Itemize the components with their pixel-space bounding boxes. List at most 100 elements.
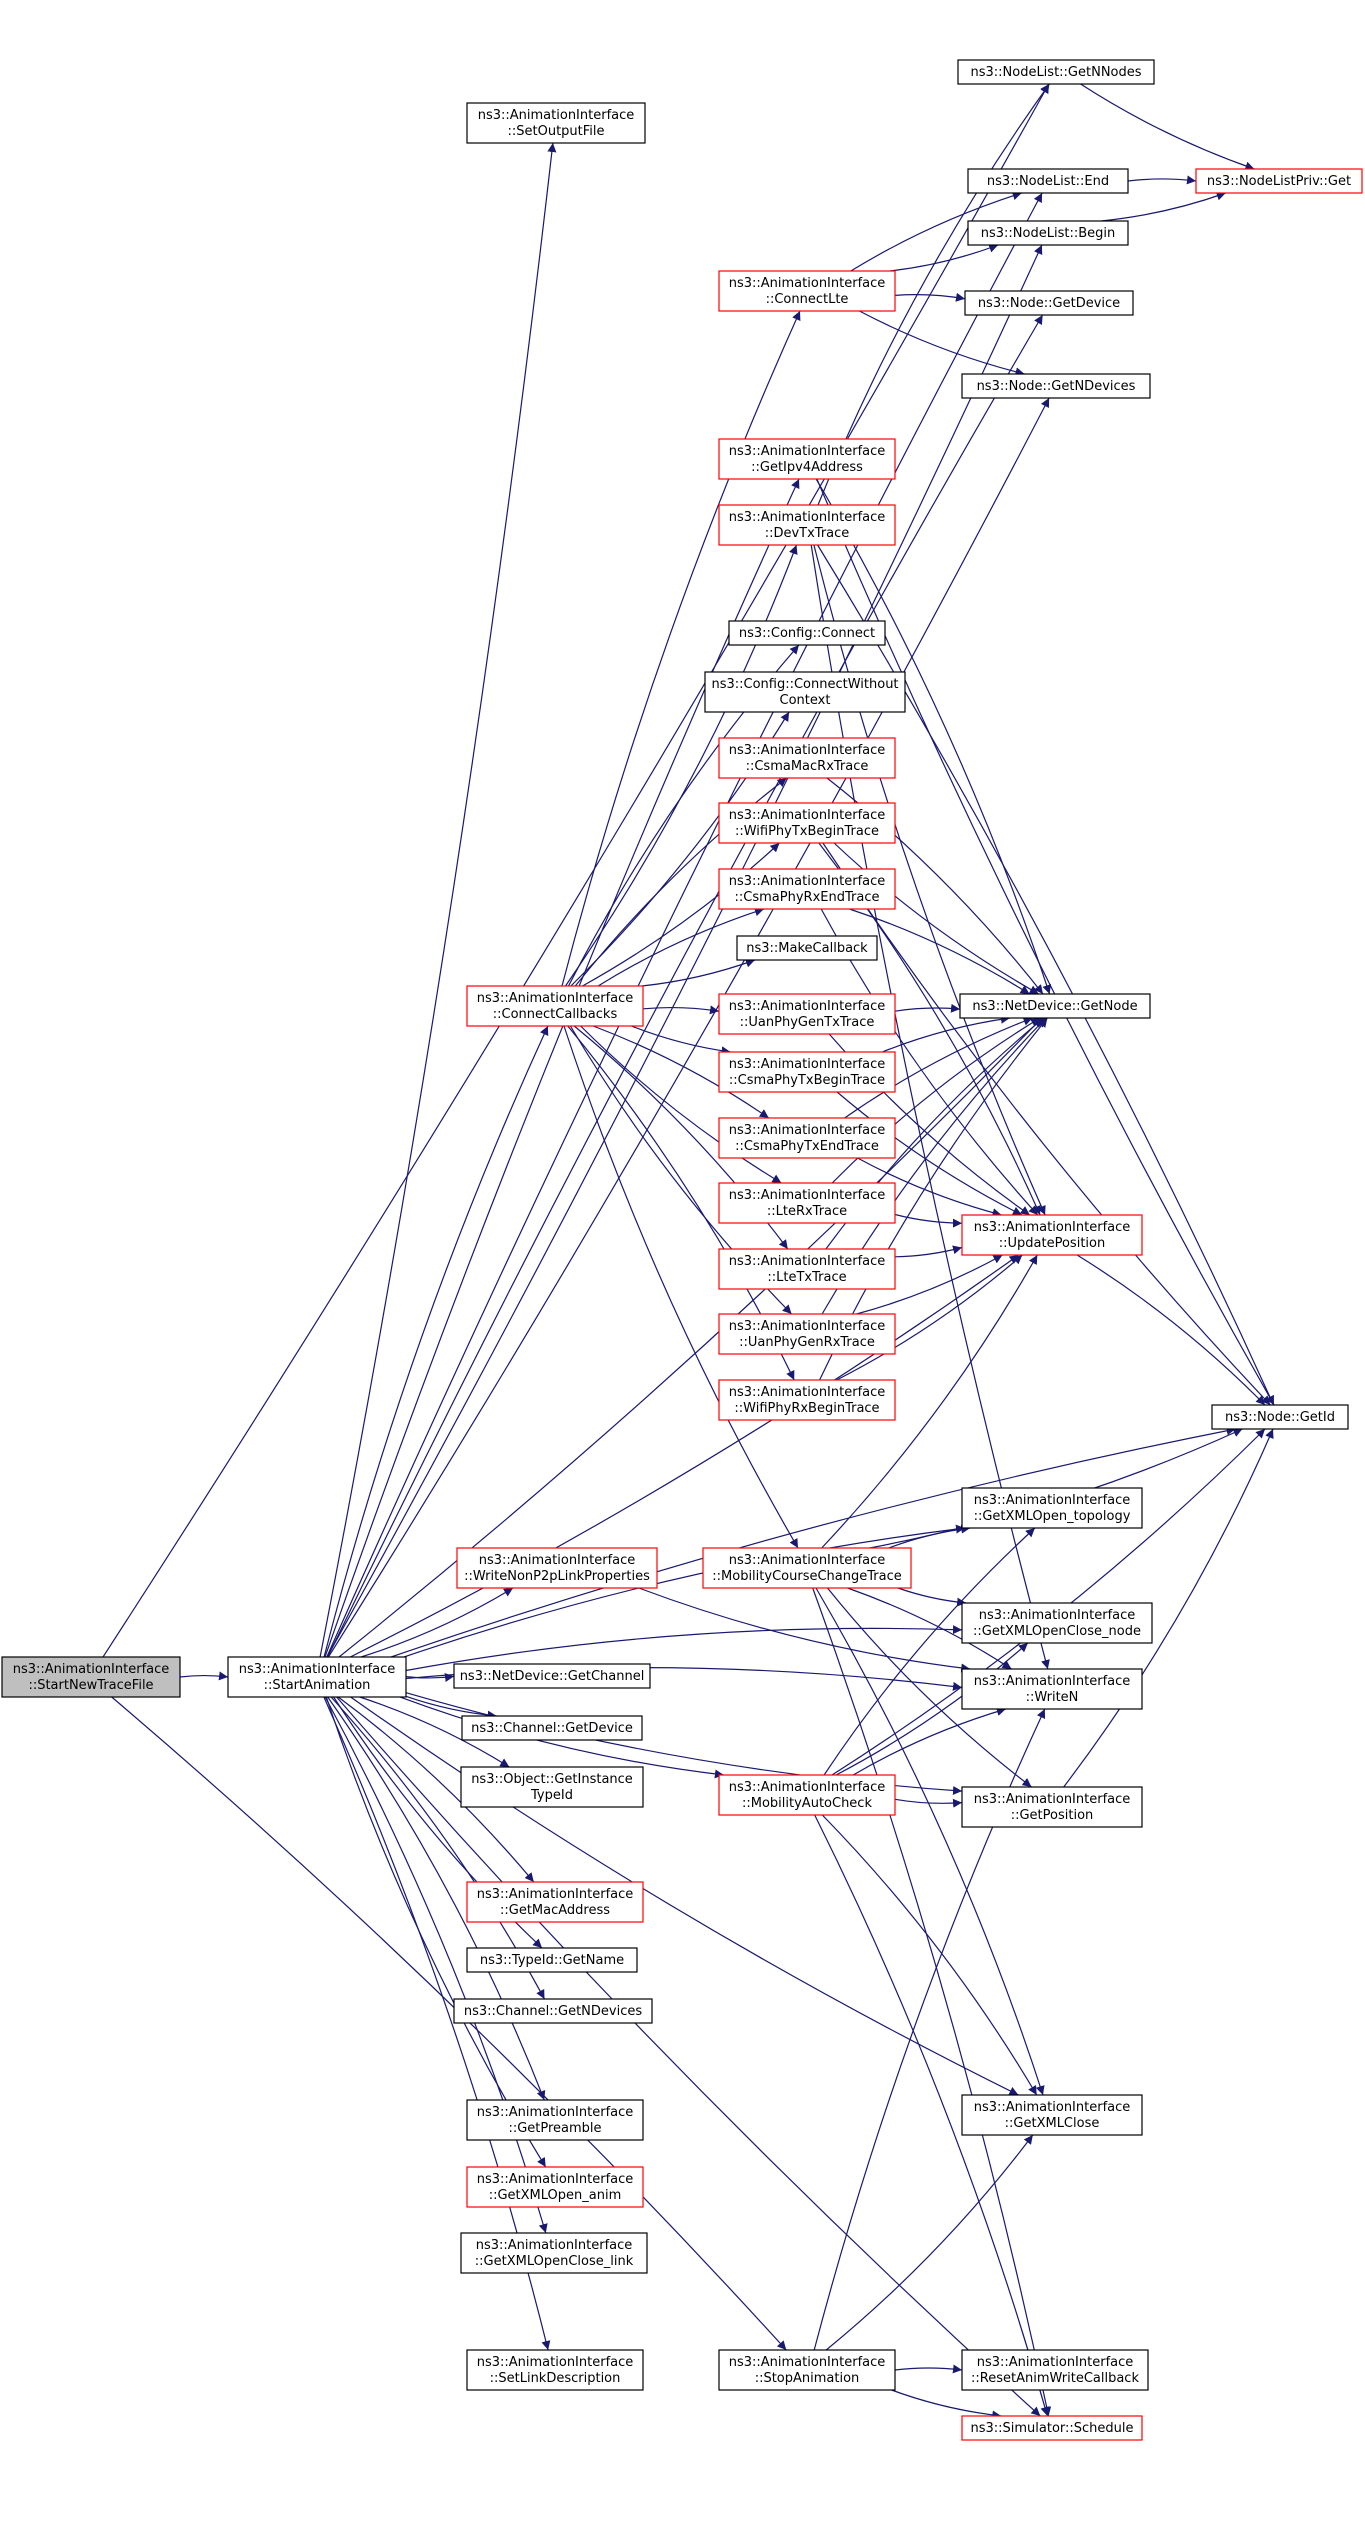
node-label-line: ns3::Node::GetId (1225, 1410, 1335, 1425)
node-box (961, 373, 1151, 399)
node-label-line: ::WifiPhyRxBeginTrace (734, 1401, 879, 1416)
node-nodelist-getnnodes: ns3::NodeList::GetNNodes (957, 59, 1155, 85)
edge-mobility_auto-to-xml_open_close_node (835, 1642, 1029, 1776)
edge-connect_callbacks-to-mobility_course (563, 1025, 799, 1549)
node-label-line: ns3::NodeList::Begin (981, 226, 1115, 241)
edge-mobility_course-to-xml_close (815, 1587, 1045, 2096)
node-csma-mac-rx[interactable]: ns3::AnimationInterface::CsmaMacRxTrace (718, 737, 896, 779)
node-xml-open-anim[interactable]: ns3::AnimationInterface::GetXMLOpen_anim (466, 2166, 644, 2208)
node-label-line: ns3::AnimationInterface (476, 2238, 633, 2253)
edge-start_animation-to-set_output_file (319, 142, 557, 1658)
node-label-line: ns3::AnimationInterface (729, 1123, 886, 1138)
node-label-line: ::CsmaPhyTxBeginTrace (729, 1073, 885, 1088)
node-lte-tx[interactable]: ns3::AnimationInterface::LteTxTrace (718, 1248, 896, 1290)
node-box (456, 1547, 658, 1589)
node-csma-phy-tx-begin[interactable]: ns3::AnimationInterface::CsmaPhyTxBeginT… (718, 1051, 896, 1093)
node-wifi-phy-rx-begin[interactable]: ns3::AnimationInterface::WifiPhyRxBeginT… (718, 1379, 896, 1421)
edge-start_animation-to-mobility_auto (399, 1696, 724, 1779)
node-box (961, 1487, 1143, 1529)
node-box (959, 993, 1151, 1019)
node-connect-lte[interactable]: ns3::AnimationInterface::ConnectLte (718, 270, 896, 312)
node-label-line: ns3::Object::GetInstance (471, 1772, 633, 1787)
node-start-animation: ns3::AnimationInterface::StartAnimation (227, 1656, 407, 1698)
node-label-line: ns3::NodeList::GetNNodes (970, 65, 1141, 80)
node-label-line: ::GetPreamble (508, 2121, 601, 2136)
edge-mobility_course-to-xml_open_close_node (897, 1587, 967, 1607)
node-wifi-phy-tx-begin[interactable]: ns3::AnimationInterface::WifiPhyTxBeginT… (718, 802, 896, 844)
node-mobility-course[interactable]: ns3::AnimationInterface::MobilityCourseC… (702, 1547, 912, 1589)
node-dev-tx-trace[interactable]: ns3::AnimationInterface::DevTxTrace (718, 504, 896, 546)
edge-start_animation-to-get_mac (337, 1696, 535, 1883)
node-update-position[interactable]: ns3::AnimationInterface::UpdatePosition (961, 1214, 1143, 1256)
node-label-line: TypeId (530, 1788, 573, 1803)
node-label-line: ns3::AnimationInterface (478, 108, 635, 123)
node-mobility-auto[interactable]: ns3::AnimationInterface::MobilityAutoChe… (718, 1774, 896, 1816)
node-label-line: ::GetXMLOpen_anim (489, 2188, 622, 2203)
node-connect-callbacks[interactable]: ns3::AnimationInterface::ConnectCallback… (466, 985, 644, 1027)
node-get-mac[interactable]: ns3::AnimationInterface::GetMacAddress (466, 1881, 644, 1923)
node-box (466, 1947, 638, 1973)
node-get-ipv4[interactable]: ns3::AnimationInterface::GetIpv4Address (718, 438, 896, 480)
node-csma-phy-tx-end[interactable]: ns3::AnimationInterface::CsmaPhyTxEndTra… (718, 1117, 896, 1159)
node-box (718, 438, 896, 480)
node-label-line: ns3::Node::GetNDevices (977, 379, 1136, 394)
edge-lte_rx-to-netdevice_getnode (831, 1017, 1041, 1184)
edge-mobility_course-to-write_n (847, 1587, 1012, 1670)
node-simulator-schedule[interactable]: ns3::Simulator::Schedule (961, 2415, 1143, 2441)
node-label-line: ::LteTxTrace (767, 1270, 846, 1285)
node-label-line: ns3::AnimationInterface (477, 2355, 634, 2370)
edge-uan_phy_gen_rx-to-update_position (856, 1254, 1003, 1315)
node-box (961, 1786, 1143, 1828)
node-box (460, 1766, 644, 1808)
node-label-line: ns3::AnimationInterface (479, 1553, 636, 1568)
edge-mobility_auto-to-xml_close (821, 1814, 1038, 2096)
node-label-line: ns3::AnimationInterface (477, 2172, 634, 2187)
node-uan-phy-gen-rx[interactable]: ns3::AnimationInterface::UanPhyGenRxTrac… (718, 1313, 896, 1355)
nodes-layer: ns3::AnimationInterface::StartNewTraceFi… (1, 59, 1363, 2441)
node-label-line: ::ConnectCallbacks (493, 1007, 618, 1022)
edge-stop_animation-to-xml_close (825, 2134, 1034, 2351)
node-box (961, 1214, 1143, 1256)
node-start-new-trace: ns3::AnimationInterface::StartNewTraceFi… (1, 1656, 181, 1698)
node-label-line: ns3::AnimationInterface (729, 874, 886, 889)
node-label-line: ::SetOutputFile (507, 124, 604, 139)
node-label-line: ::ConnectLte (766, 292, 849, 307)
edge-connect_callbacks-to-make_callback (641, 958, 756, 987)
node-label-line: ns3::AnimationInterface (977, 2355, 1134, 2370)
node-label-line: ns3::TypeId::GetName (480, 1953, 624, 1968)
edge-start_animation-to-get_preamble (327, 1696, 546, 2101)
node-csma-phy-rx-end[interactable]: ns3::AnimationInterface::CsmaPhyRxEndTra… (718, 868, 896, 910)
node-uan-phy-gen-tx[interactable]: ns3::AnimationInterface::UanPhyGenTxTrac… (718, 993, 896, 1035)
node-label-line: ::StartNewTraceFile (28, 1678, 153, 1693)
node-lte-rx[interactable]: ns3::AnimationInterface::LteRxTrace (718, 1182, 896, 1224)
node-write-n: ns3::AnimationInterface::WriteN (961, 1668, 1143, 1710)
node-label-line: ::StopAnimation (755, 2371, 860, 2386)
node-write-non-p2p[interactable]: ns3::AnimationInterface::WriteNonP2pLink… (456, 1547, 658, 1589)
node-label-line: ns3::AnimationInterface (974, 1220, 1131, 1235)
edge-mobility_auto-to-xml_open_topology (823, 1527, 1036, 1776)
edge-connect_callbacks-to-csma_phy_rx_end (597, 907, 765, 987)
node-label-line: ::CsmaMacRxTrace (746, 759, 869, 774)
edge-connect_lte-to-node_getdevice (894, 292, 966, 302)
edge-wifi_phy_tx_begin-to-netdevice_getnode (833, 842, 1039, 995)
edge-connect_callbacks-to-dev_tx_trace (565, 544, 798, 987)
node-label-line: ::UanPhyGenTxTrace (740, 1015, 875, 1030)
node-label-line: ns3::Channel::GetDevice (471, 1721, 633, 1736)
node-box (718, 993, 896, 1035)
node-label-line: ns3::AnimationInterface (729, 743, 886, 758)
edge-start_animation-to-nodelist_end (326, 192, 1043, 1658)
node-label-line: ::GetMacAddress (500, 1903, 610, 1918)
node-label-line: ns3::AnimationInterface (729, 808, 886, 823)
node-box (1211, 1404, 1349, 1430)
edge-start_animation-to-simulator_schedule (336, 1696, 1041, 2417)
edge-start_animation-to-node_getdevice (327, 314, 1044, 1658)
edge-nodelist_end-to-nodelistpriv_get (1127, 175, 1197, 185)
node-label-line: ::ResetAnimWriteCallback (971, 2371, 1139, 2386)
node-nodelistpriv-get[interactable]: ns3::NodeListPriv::Get (1195, 168, 1363, 194)
edge-start_animation-to-node_getid (390, 1426, 1236, 1658)
node-box (718, 1774, 896, 1816)
node-label-line: ::GetXMLOpen_topology (974, 1509, 1131, 1524)
edge-connect_callbacks-to-csma_phy_tx_end (592, 1025, 770, 1119)
